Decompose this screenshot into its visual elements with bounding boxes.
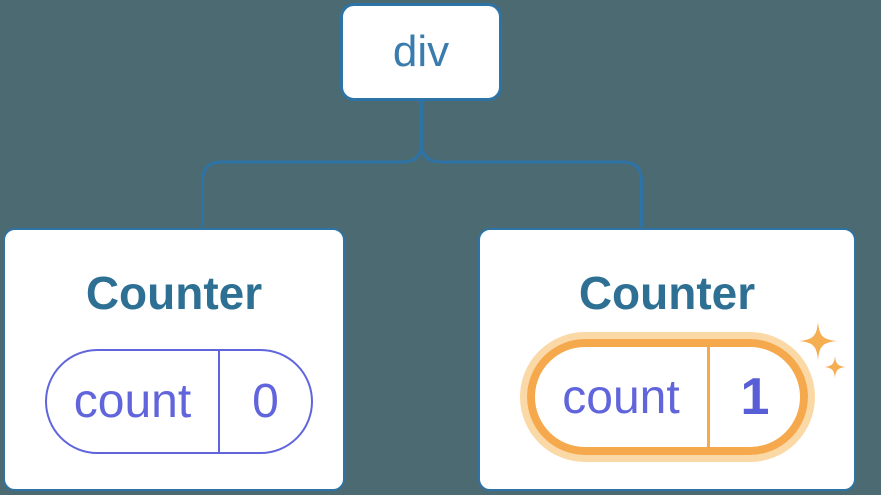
state-value: 0 (252, 375, 279, 428)
state-pill: count 0 (45, 349, 313, 454)
sparkle-icon (799, 322, 846, 378)
component-name-label: Counter (85, 267, 263, 319)
component-name-label: Counter (578, 267, 756, 319)
state-key-cell: count (535, 347, 710, 447)
state-value-updated: 1 (740, 368, 770, 426)
state-value-cell: 0 (220, 351, 311, 452)
sparkle-small (824, 356, 846, 378)
state-pill-ring: count 1 (527, 339, 808, 455)
connector-left-branch (201, 101, 423, 227)
connector-right-branch (420, 142, 643, 227)
root-node-label: div (392, 27, 450, 76)
sparkle-large (799, 322, 837, 360)
state-key-label: count (73, 375, 192, 428)
state-pill-highlighted: count 1 (520, 332, 815, 462)
root-node: div (340, 3, 502, 101)
state-value-cell: 1 (710, 347, 800, 447)
counter-card-right: Counter count 1 (478, 228, 856, 491)
counter-card-left: Counter count 0 (3, 228, 345, 491)
state-key-cell: count (47, 351, 220, 452)
state-key-label: count (562, 370, 680, 424)
